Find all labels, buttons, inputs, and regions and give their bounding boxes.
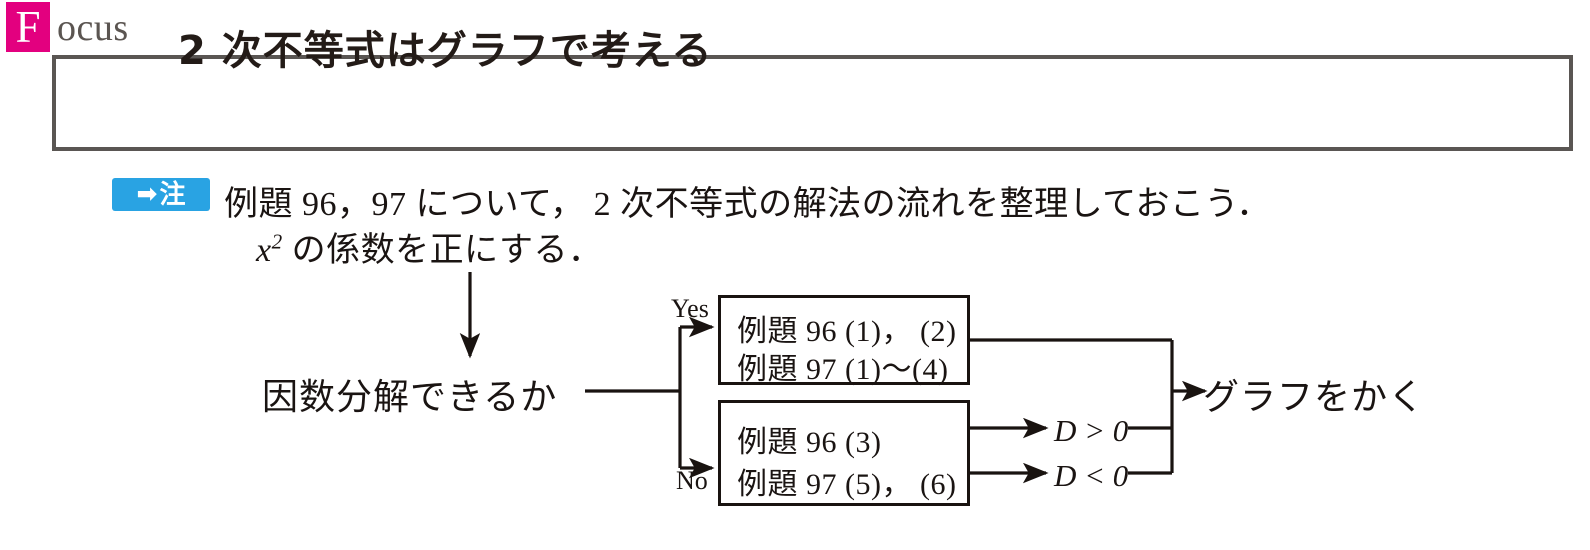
flow-box-yes-line-1: 例題 96 (1)， (2): [737, 315, 957, 348]
note-variable-exponent: 2: [271, 229, 283, 254]
focus-word: ocus: [57, 7, 129, 49]
note-variable-x: x: [256, 232, 272, 269]
flow-decision-label: 因数分解できるか: [262, 377, 558, 417]
flow-branch-no-label: No: [676, 466, 708, 495]
flow-box-no-line-1: 例題 96 (3): [737, 426, 882, 459]
note-line-2-rest: の係数を正にする．: [282, 232, 603, 269]
note-text-line-1: 例題 96，97 について， 2 次不等式の解法の流れを整理しておこう．: [224, 186, 1271, 223]
flow-box-no: 例題 96 (3) 例題 97 (5)， (6): [718, 400, 970, 506]
focus-header: F ocus: [6, 2, 129, 54]
flow-branch-yes-label: Yes: [671, 294, 709, 323]
discriminant-negative-label: D < 0: [1054, 458, 1129, 493]
title-box: [52, 55, 1573, 151]
flow-box-yes: 例題 96 (1)， (2) 例題 97 (1)〜(4): [718, 295, 970, 386]
note-badge: ➡ 注: [112, 178, 210, 211]
note-badge-label: 注: [159, 179, 186, 210]
note-text-line-2: x2 の係数を正にする．: [256, 222, 602, 271]
flow-box-no-line-2: 例題 97 (5)， (6): [737, 468, 957, 501]
right-arrow-icon: ➡: [136, 179, 158, 208]
page-title: 2 次不等式はグラフで考える: [178, 28, 713, 74]
discriminant-positive-label: D > 0: [1054, 413, 1129, 448]
focus-badge-letter: F: [6, 2, 50, 52]
flow-outcome-label: グラフをかく: [1203, 377, 1426, 417]
flow-box-yes-line-2: 例題 97 (1)〜(4): [737, 353, 949, 386]
